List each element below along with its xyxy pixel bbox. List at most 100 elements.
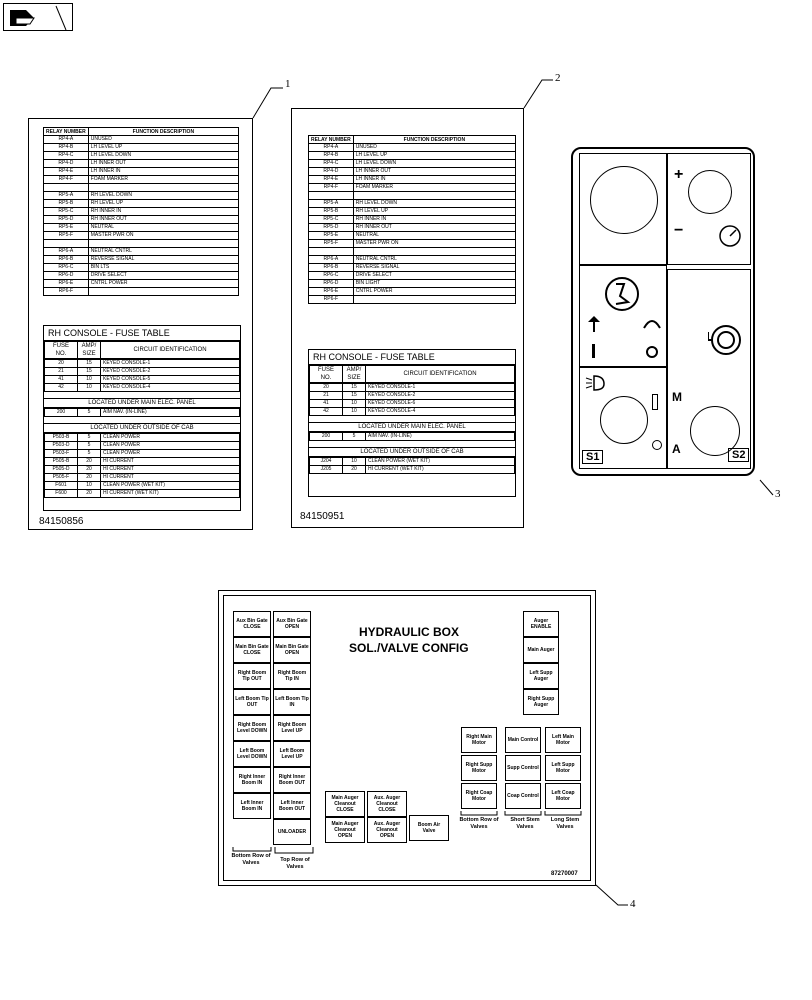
indicator-bar [652,394,658,410]
relay-number: RP4-D [308,167,354,176]
fuse-circuit: KEYED CONSOLE-4 [100,383,240,392]
relay-function: UNUSED [87,135,240,144]
relay-number: RP4-F [308,183,354,192]
relay-number: RP6-E [43,279,89,288]
work-light-icon [585,375,605,391]
switch-hole-2[interactable] [688,170,732,214]
fuse-section-title: LOCATED UNDER MAIN ELEC. PANEL [44,398,240,408]
relay-number: RP5-C [43,207,89,216]
callout-3: 3 [775,488,781,500]
fuse-amp: 5 [342,432,366,441]
relay-number: RP6-D [308,279,354,288]
relay-number: RP4-C [43,151,89,160]
page-forward-button[interactable] [3,3,73,31]
relay-number: RP6-C [43,263,89,272]
relay-number: RP5-D [308,223,354,232]
relay-function [352,247,517,256]
fuse-header: FUSE NO. [309,365,343,383]
switch-hole-1[interactable] [590,166,658,234]
relay-number: RP6-D [43,271,89,280]
relay-number: RP4-A [43,135,89,144]
fuse-circuit: CLEAN POWER (WET KIT) [365,457,515,466]
valve-solenoid: Main Auger Cleanout CLOSE [325,791,365,817]
relay-number [308,191,354,200]
relay-function: RH INNER OUT [87,215,240,224]
valve-solenoid: Coap Control [505,783,541,809]
relay-function: REVERSE SIGNAL [352,263,517,272]
relay-function: UNUSED [352,143,517,152]
relay-function [87,239,240,248]
fuse-number: P503-B [44,433,78,442]
valve-solenoid: Main Bin Gate CLOSE [233,637,271,663]
relay-number: RP5-E [308,231,354,240]
relay-function: REVERSE SIGNAL [87,255,240,264]
relay-function: LH LEVEL UP [352,151,517,160]
fuse-amp: 5 [77,441,101,450]
hydraulic-title-1: HYDRAULIC BOX [359,625,460,639]
fuse-circuit: KEYED CONSOLE-2 [100,367,240,376]
top-row-label: Top Row of Valves [280,857,310,870]
relay-function: LH INNER OUT [87,159,240,168]
valve-solenoid: Right Inner Boom IN [233,767,271,793]
fuse-amp: 20 [77,489,101,498]
callout-2: 2 [555,72,561,84]
fuse-circuit: KEYED CONSOLE-5 [100,375,240,384]
long-stem-label: Long Stem Valves [550,817,580,830]
fuse-section-title: LOCATED UNDER OUTSIDE OF CAB [44,423,240,433]
relay-number: RP6-B [43,255,89,264]
fuse-table-title: RH CONSOLE - FUSE TABLE [44,326,240,341]
fuse-amp: 20 [77,473,101,482]
switch-hole-4[interactable] [600,396,648,444]
relay-function: RH LEVEL DOWN [352,199,517,208]
relay-function: FOAM MARKER [352,183,517,192]
valve-solenoid: Right Main Motor [461,727,497,753]
s2-label: S2 [728,448,750,462]
valve-solenoid: Left Boom Level DOWN [233,741,271,767]
fuse-circuit: CLEAN POWER [100,433,240,442]
fuse-amp: 20 [77,465,101,474]
fuse-amp: 5 [77,408,101,417]
relay-function: NEUTRAL CNTRL [87,247,240,256]
fuse-circuit: CLEAN POWER (WET KIT) [100,481,240,490]
relay-function: MASTER PWR ON [87,231,240,240]
relay-number: RP5-D [43,215,89,224]
relay-function: LH INNER IN [87,167,240,176]
relay-function [87,287,240,296]
relay-number: RP6-F [43,287,89,296]
fuse-amp: 10 [342,407,366,416]
fuse-circuit: AIM NAV. (IN-LINE) [100,408,240,417]
valve-solenoid: Aux. Auger Cleanout OPEN [367,817,407,843]
relay-function: RH LEVEL DOWN [87,191,240,200]
hydraulic-title-2: SOL./VALVE CONFIG [349,641,469,655]
switch-panel: + − M A S2 [571,147,755,476]
fuse-amp: 15 [77,367,101,376]
switch-hole-3[interactable] [690,406,740,456]
short-stem-label: Short Stem Valves [510,817,540,830]
fuse-header: CIRCUIT IDENTIFICATION [100,341,240,359]
